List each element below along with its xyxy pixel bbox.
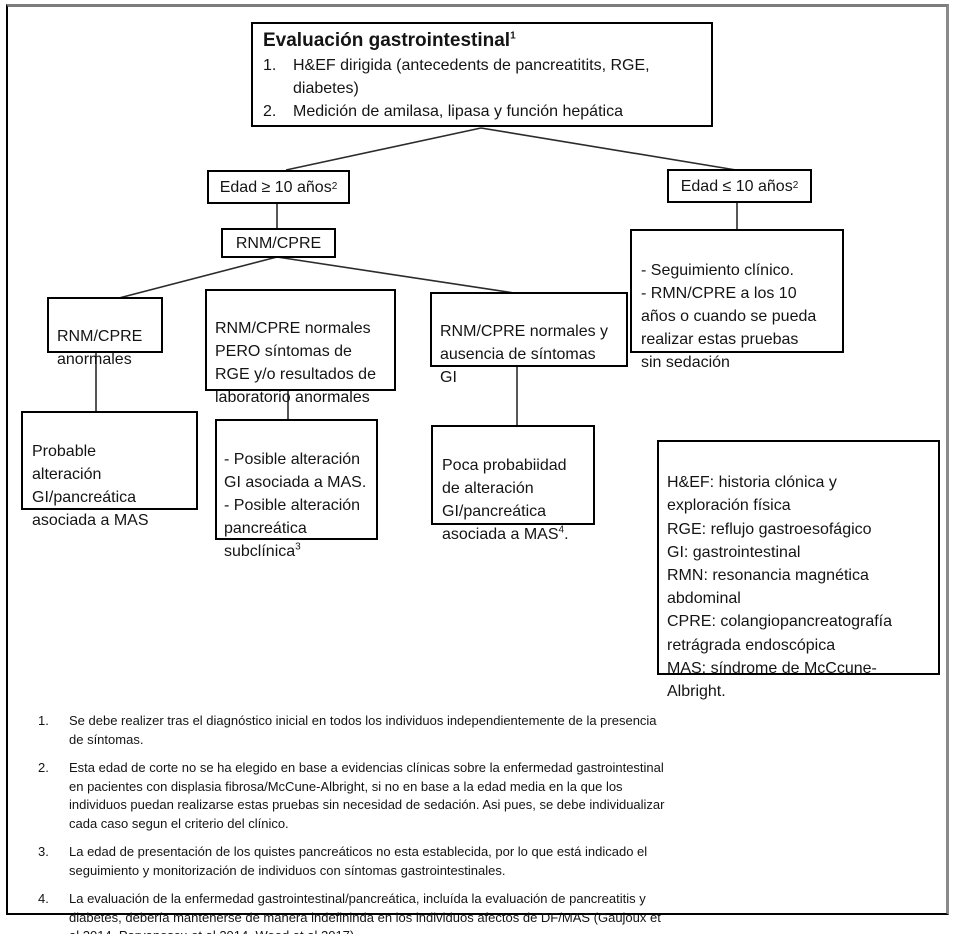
node-text: Probable alteración GI/pancreática asoci… bbox=[32, 443, 149, 529]
footnote-1: 1. Se debe realizer tras el diagnóstico … bbox=[38, 712, 666, 749]
node-text-period: . bbox=[564, 526, 569, 543]
footnote-ref-4: 4 bbox=[558, 524, 565, 536]
node-rnm-cpre-anormales: RNM/CPRE anormales bbox=[47, 297, 163, 368]
node-text: RNM/CPRE normales y ausencia de síntomas… bbox=[440, 323, 609, 386]
footnote-text: Esta edad de corte no se ha elegido en b… bbox=[69, 760, 665, 831]
node-text: RNM/CPRE bbox=[235, 234, 322, 252]
footnote-ref-3: 3 bbox=[295, 541, 301, 553]
node-poca-probabilidad: Poca probabiidad de alteración GI/pancre… bbox=[431, 425, 595, 543]
footnote-number: 1. bbox=[38, 713, 49, 728]
step-text: Medición de amilasa, lipasa y función he… bbox=[293, 103, 623, 120]
footnote-text: La evaluación de la enfermedad gastroint… bbox=[69, 891, 661, 934]
root-step-2: 2. Medición de amilasa, lipasa y función… bbox=[263, 100, 701, 123]
node-text: - Posible alteración GI asociada a MAS. … bbox=[224, 451, 367, 560]
node-probable-alteracion: Probable alteración GI/pancreática asoci… bbox=[21, 411, 198, 529]
node-text: Poca probabiidad de alteración GI/pancre… bbox=[442, 457, 567, 543]
footnote-4: 4. La evaluación de la enfermedad gastro… bbox=[38, 890, 666, 934]
node-text: Edad ≥ 10 años bbox=[219, 178, 332, 196]
footnotes: 1. Se debe realizer tras el diagnóstico … bbox=[38, 712, 666, 934]
footnote-number: 2. bbox=[38, 760, 49, 775]
node-seguimiento-clinico: - Seguimiento clínico. - RMN/CPRE a los … bbox=[630, 229, 844, 371]
node-text: RNM/CPRE normales PERO síntomas de RGE y… bbox=[215, 320, 376, 406]
node-text: RNM/CPRE anormales bbox=[57, 328, 143, 368]
node-evaluacion-gastrointestinal: Evaluación gastrointestinal1 1. H&EF dir… bbox=[251, 22, 713, 127]
footnote-ref-1: 1 bbox=[510, 30, 516, 42]
node-rnm-cpre-normales-sintomas: RNM/CPRE normales PERO síntomas de RGE y… bbox=[205, 289, 396, 406]
node-posible-alteracion: - Posible alteración GI asociada a MAS. … bbox=[215, 419, 378, 560]
footnote-text: Se debe realizer tras el diagnóstico ini… bbox=[69, 713, 657, 747]
step-text: H&EF dirigida (antecedents de pancreatit… bbox=[293, 57, 650, 97]
footnote-number: 3. bbox=[38, 844, 49, 859]
legend-text: H&EF: historia clónica y exploración fís… bbox=[667, 474, 893, 701]
node-rnm-cpre-normales-sin-sintomas: RNM/CPRE normales y ausencia de síntomas… bbox=[430, 292, 628, 386]
footnote-3: 3. La edad de presentación de los quiste… bbox=[38, 843, 666, 880]
step-number: 2. bbox=[263, 103, 277, 120]
node-rnm-cpre: RNM/CPRE bbox=[221, 228, 336, 258]
footnote-text: La edad de presentación de los quistes p… bbox=[69, 844, 648, 878]
node-text: - Seguimiento clínico. - RMN/CPRE a los … bbox=[641, 262, 817, 371]
node-text: Edad ≤ 10 años bbox=[680, 177, 793, 195]
step-number: 1. bbox=[263, 57, 277, 74]
footnote-number: 4. bbox=[38, 891, 49, 906]
footnote-2: 2. Esta edad de corte no se ha elegido e… bbox=[38, 759, 666, 833]
node-title: Evaluación gastrointestinal1 bbox=[263, 30, 516, 51]
root-step-1: 1. H&EF dirigida (antecedents de pancrea… bbox=[263, 54, 701, 100]
abbreviations-legend: H&EF: historia clónica y exploración fís… bbox=[657, 440, 940, 700]
